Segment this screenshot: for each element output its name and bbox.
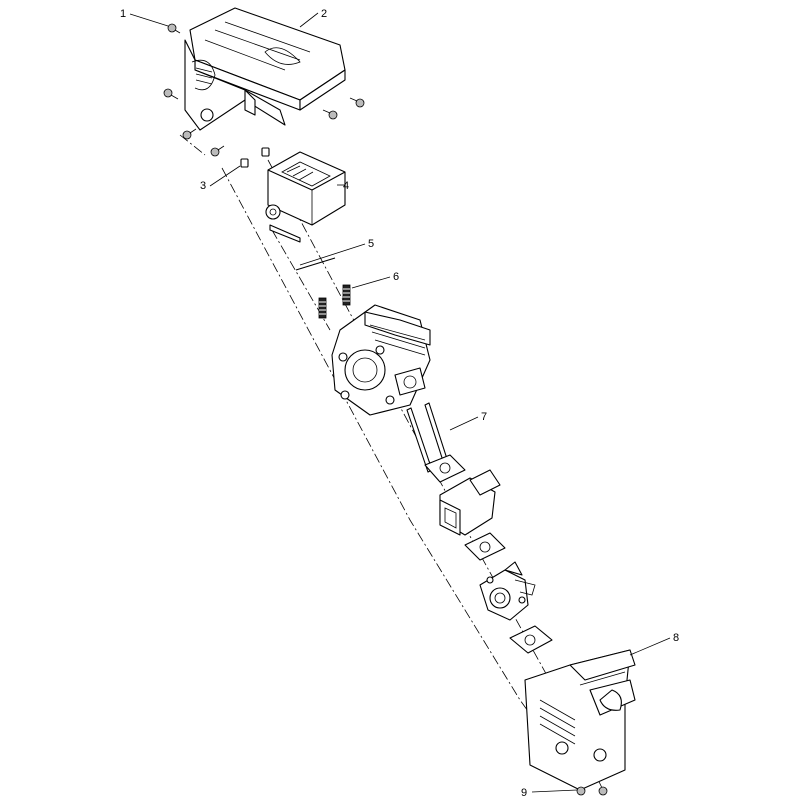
rod[interactable]: [295, 257, 336, 271]
top-shroud-cover[interactable]: [184, 7, 346, 131]
callout-7: 7: [481, 411, 487, 423]
bushings[interactable]: [240, 147, 270, 168]
leader-lines: [129, 12, 671, 793]
cover-screws[interactable]: [163, 23, 365, 157]
callout-2: 2: [321, 8, 327, 20]
callout-6: 6: [393, 271, 399, 283]
valve-cover[interactable]: [265, 151, 346, 243]
cylinder-head[interactable]: [331, 304, 431, 416]
gasket-lower[interactable]: [509, 625, 553, 654]
studs[interactable]: [318, 284, 351, 319]
callout-4: 4: [343, 180, 349, 192]
callout-5: 5: [368, 238, 374, 250]
callout-labels: 1 2 3 4 5 6 7 8 9: [120, 8, 679, 799]
side-shroud[interactable]: [524, 649, 636, 791]
gasket-upper[interactable]: [424, 454, 466, 483]
carburetor[interactable]: [479, 561, 536, 621]
callout-1: 1: [120, 8, 126, 20]
callout-8: 8: [673, 632, 679, 644]
gasket-middle[interactable]: [464, 532, 506, 561]
callout-3: 3: [200, 180, 206, 192]
callout-9: 9: [521, 787, 527, 799]
intake-insulator[interactable]: [439, 469, 501, 536]
nuts[interactable]: [576, 786, 608, 796]
